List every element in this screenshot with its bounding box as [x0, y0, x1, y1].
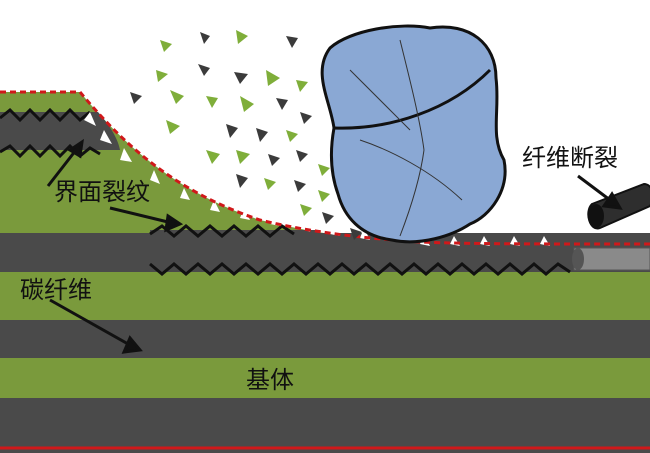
arrow-crack-upper	[46, 149, 78, 187]
arrow-crack-middle	[109, 206, 169, 224]
label-carbon-fiber: 碳纤维	[20, 276, 92, 304]
label-matrix: 基体	[246, 366, 294, 394]
arrow-fiber-fracture	[577, 174, 611, 202]
callout-arrows	[46, 138, 623, 354]
crack-middle-2	[149, 262, 571, 276]
abrasive-particle	[320, 24, 507, 244]
interface-cracks	[0, 107, 571, 276]
crack-middle-1	[149, 224, 295, 238]
crack-upper-2	[0, 143, 101, 159]
label-interface-crack: 界面裂纹	[54, 178, 150, 206]
label-fiber-fracture: 纤维断裂	[522, 144, 618, 172]
fiber-layer-bottom	[0, 398, 650, 440]
fiber-layer-3	[0, 320, 650, 358]
composite-layers	[0, 92, 650, 453]
crack-upper-1	[0, 107, 91, 123]
matrix-layer-4	[0, 358, 650, 398]
debris-particles	[130, 30, 362, 240]
wear-boundary-line	[0, 90, 650, 246]
arrow-carbon-fiber	[49, 298, 129, 346]
